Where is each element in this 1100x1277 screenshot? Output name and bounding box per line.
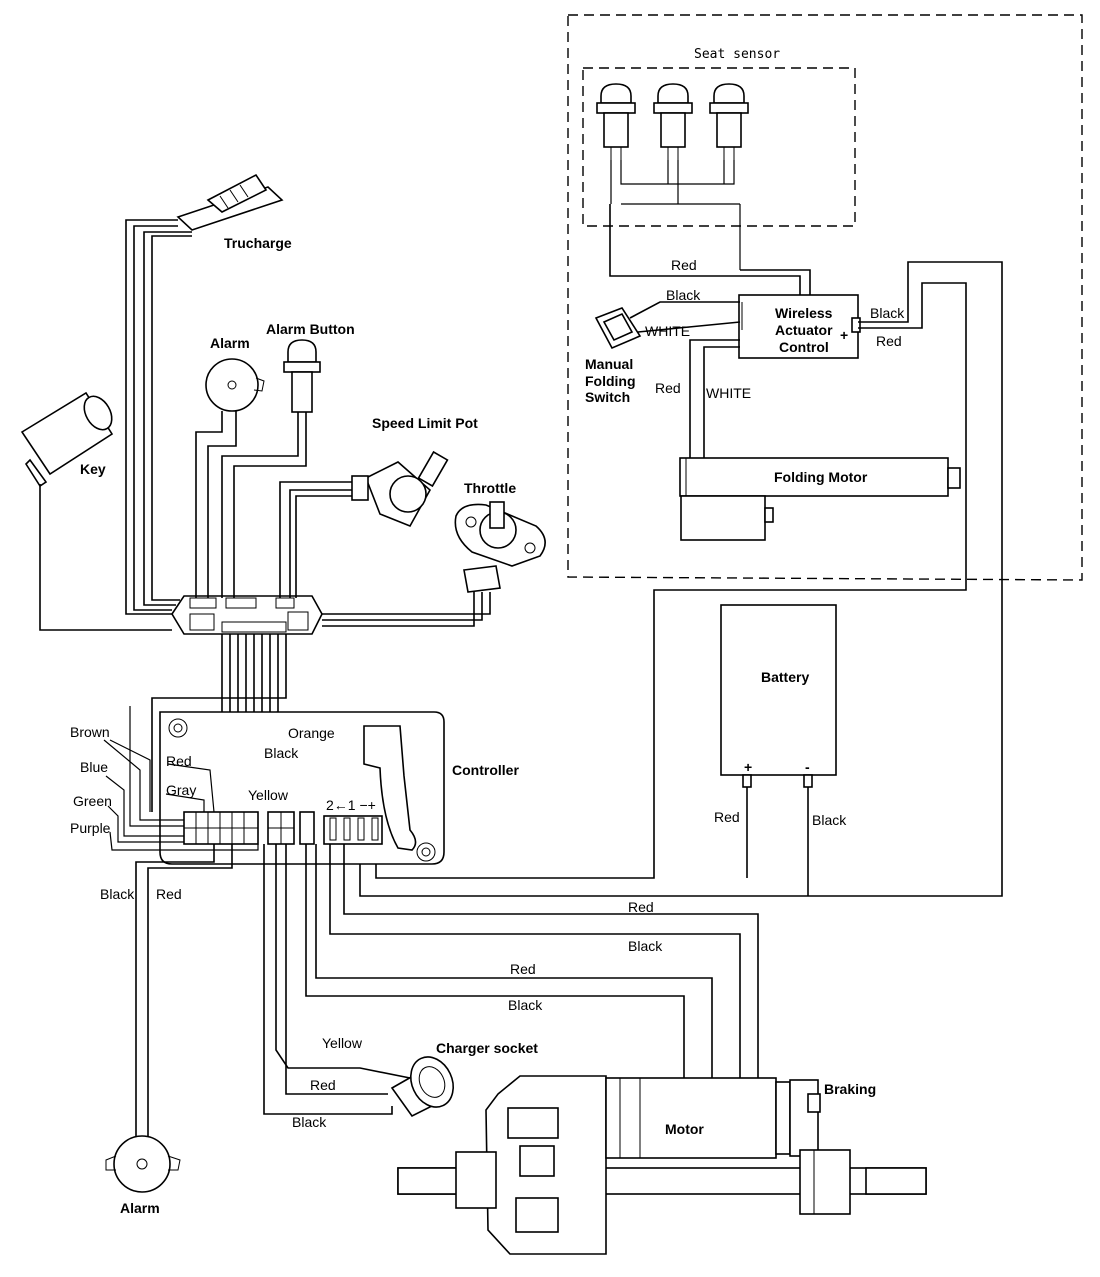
wire-label-red-switch: Red bbox=[655, 380, 681, 396]
controller-terminal-label: 2←1 −+ bbox=[326, 797, 376, 813]
wire-label-white-motor: WHITE bbox=[706, 385, 751, 401]
wire-label-red-ctrl: Red bbox=[166, 753, 192, 769]
wire-label-red-motor-1: Red bbox=[628, 899, 654, 915]
harness-connector-board bbox=[171, 595, 323, 635]
seat-sensor-switch-3 bbox=[709, 83, 749, 160]
battery-minus-icon: - bbox=[805, 759, 810, 775]
manual-switch-label-2: Folding bbox=[585, 373, 636, 389]
wire-label-purple: Purple bbox=[70, 820, 111, 836]
seat-sensor: Seat sensor bbox=[596, 47, 780, 270]
wire-label-black-wac: Black bbox=[870, 305, 905, 321]
motor-label: Motor bbox=[665, 1121, 704, 1137]
folding-motor-label: Folding Motor bbox=[774, 469, 868, 485]
wire-label-black-alarm: Black bbox=[100, 886, 135, 902]
folding-motor: Folding Motor bbox=[679, 457, 961, 541]
wire-label-black-seat: Black bbox=[666, 287, 701, 303]
folding-system-enclosure bbox=[567, 14, 1083, 581]
alarm-button: Alarm Button bbox=[266, 321, 355, 413]
wire-label-black-ctrl: Black bbox=[264, 745, 299, 761]
alarm-top: Alarm bbox=[205, 335, 265, 412]
charger-socket: Charger socket bbox=[390, 1040, 538, 1118]
battery-plus-icon: + bbox=[744, 759, 752, 775]
wire-label-black-charger: Black bbox=[292, 1114, 327, 1130]
wac-plus-icon: + bbox=[840, 327, 848, 343]
seat-sensor-switch-1 bbox=[596, 83, 636, 160]
wire-label-blue: Blue bbox=[80, 759, 108, 775]
alarm-top-label: Alarm bbox=[210, 335, 250, 351]
wire-label-black-batt: Black bbox=[812, 812, 847, 828]
wac-label-2: Actuator bbox=[775, 322, 833, 338]
wireless-actuator-control: Wireless Actuator Control + bbox=[738, 294, 861, 359]
wire-label-red-charger: Red bbox=[310, 1077, 336, 1093]
wire-label-red-motor-2: Red bbox=[510, 961, 536, 977]
key-label: Key bbox=[80, 461, 106, 477]
charger-socket-label: Charger socket bbox=[436, 1040, 538, 1056]
wire-label-red-wac: Red bbox=[876, 333, 902, 349]
speed-limit-pot: Speed Limit Pot bbox=[351, 415, 478, 528]
battery-label: Battery bbox=[761, 669, 809, 685]
drive-motor: Motor Braking bbox=[397, 1075, 927, 1255]
manual-switch-label-3: Switch bbox=[585, 389, 630, 405]
wac-label-1: Wireless bbox=[775, 305, 833, 321]
wire-label-yellow-charger: Yellow bbox=[322, 1035, 363, 1051]
wac-label-3: Control bbox=[779, 339, 829, 355]
wire-label-brown: Brown bbox=[70, 724, 110, 740]
speed-limit-pot-label: Speed Limit Pot bbox=[372, 415, 478, 431]
key-switch: Key bbox=[20, 391, 114, 488]
manual-switch-label-1: Manual bbox=[585, 356, 633, 372]
alarm-button-label: Alarm Button bbox=[266, 321, 355, 337]
wire-label-black-motor-2: Black bbox=[508, 997, 543, 1013]
wire-label-yellow-ctrl: Yellow bbox=[248, 787, 289, 803]
battery: Battery + - bbox=[720, 604, 837, 788]
throttle: Throttle bbox=[454, 480, 546, 593]
wire-label-green: Green bbox=[73, 793, 112, 809]
seat-sensor-label: Seat sensor bbox=[694, 47, 780, 62]
wire-label-gray: Gray bbox=[166, 782, 196, 798]
seat-sensor-switch-2 bbox=[653, 83, 693, 160]
trucharge-label: Trucharge bbox=[224, 235, 292, 251]
wire-label-red-alarm: Red bbox=[156, 886, 182, 902]
wire-label-black-motor-1: Black bbox=[628, 938, 663, 954]
controller-label: Controller bbox=[452, 762, 519, 778]
manual-folding-switch: Manual Folding Switch bbox=[585, 307, 642, 405]
braking-label: Braking bbox=[824, 1081, 876, 1097]
alarm-bottom-label: Alarm bbox=[120, 1200, 160, 1216]
wire-label-red-batt: Red bbox=[714, 809, 740, 825]
alarm-bottom: Alarm bbox=[105, 1135, 181, 1216]
wire-label-white-switch: WHITE bbox=[645, 323, 690, 339]
throttle-label: Throttle bbox=[464, 480, 516, 496]
wire-label-orange: Orange bbox=[288, 725, 335, 741]
trucharge: Trucharge bbox=[176, 173, 292, 251]
wire-label-red-seat: Red bbox=[671, 257, 697, 273]
controller: Controller 2←1 −+ bbox=[159, 711, 519, 865]
